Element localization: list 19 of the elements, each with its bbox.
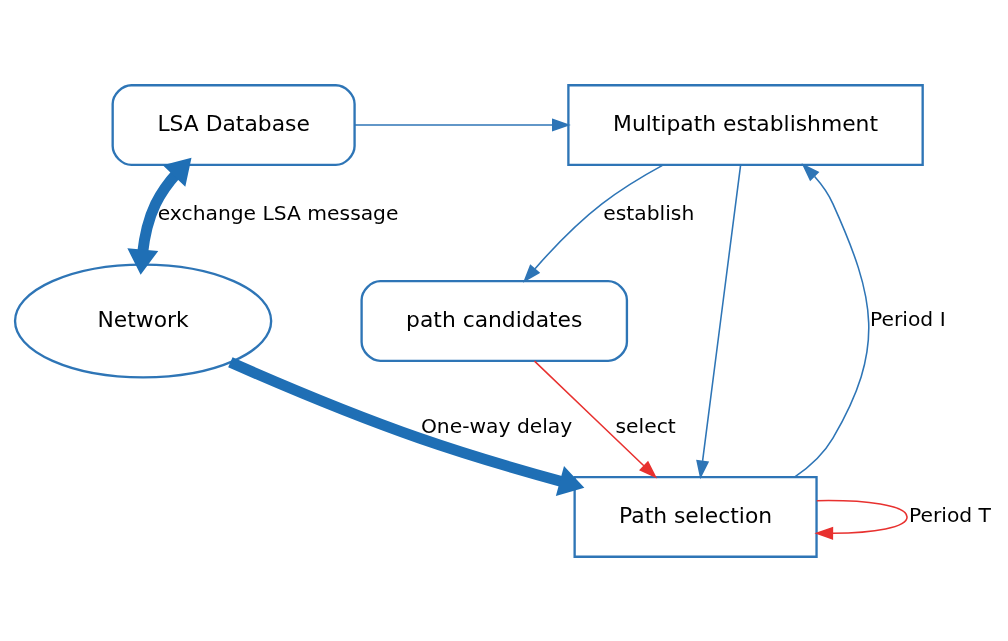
edge-label: select [615, 413, 676, 438]
arrow [353, 118, 571, 132]
arrow [228, 356, 585, 496]
arrow [127, 157, 192, 275]
node-ellipse: Network [13, 262, 273, 379]
edge-label: exchange LSA message [157, 200, 399, 225]
node-box: Multipath establishment [567, 83, 924, 166]
node-box: LSA Database [111, 83, 356, 166]
node-box: Path selection [573, 475, 818, 558]
arrow [522, 163, 664, 283]
edge-label: Period I [870, 306, 946, 331]
arrow [696, 164, 742, 479]
edge-label: Period T [908, 502, 991, 527]
node-box: path candidates [360, 279, 629, 362]
edge-label: One-way delay [420, 413, 573, 438]
edge-label: establish [603, 200, 695, 225]
arrow [814, 499, 908, 540]
arrow [533, 359, 658, 479]
arrow [793, 162, 870, 478]
